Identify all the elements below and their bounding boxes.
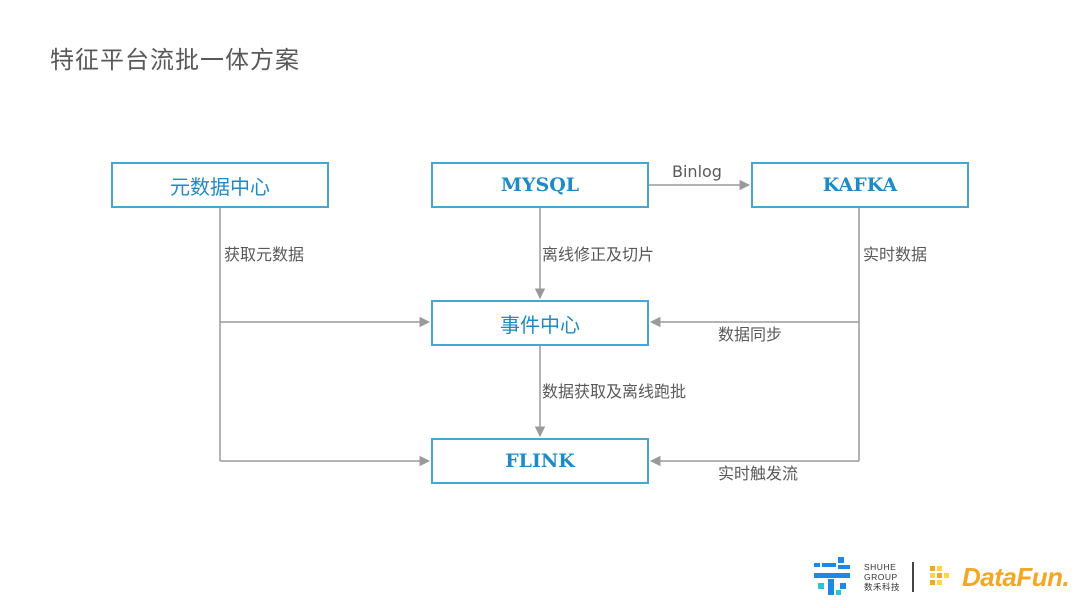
datafun-dots-icon xyxy=(930,566,949,585)
shuhe-logo-icon xyxy=(814,557,850,595)
event-center-label: 事件中心 xyxy=(500,312,580,337)
data-fetch-batch-label: 数据获取及离线跑批 xyxy=(542,382,687,401)
logo-separator xyxy=(912,562,914,592)
mysql-label: MYSQL xyxy=(500,174,580,196)
flink-label: FLINK xyxy=(505,450,575,472)
get-metadata-label: 获取元数据 xyxy=(224,245,305,264)
mysql-node: MYSQL xyxy=(431,162,649,208)
kafka-label: KAFKA xyxy=(822,174,898,196)
binlog-label: Binlog xyxy=(672,162,722,181)
page-title: 特征平台流批一体方案 xyxy=(50,46,300,74)
kafka-node: KAFKA xyxy=(751,162,969,208)
flink-node: FLINK xyxy=(431,438,649,484)
data-sync-label: 数据同步 xyxy=(718,325,783,344)
datafun-wordmark: DataFun. xyxy=(962,562,1070,592)
metadata-center-label: 元数据中心 xyxy=(170,174,270,199)
offline-fix-label: 离线修正及切片 xyxy=(542,245,655,264)
metadata-center-node: 元数据中心 xyxy=(111,162,329,208)
realtime-data-label: 实时数据 xyxy=(863,245,928,264)
footer-logos: SHUHE GROUP 数禾科技 DataFun. xyxy=(812,554,1070,600)
realtime-trigger-label: 实时触发流 xyxy=(718,464,799,483)
shuhe-wordmark: SHUHE GROUP 数禾科技 xyxy=(864,562,901,592)
event-center-node: 事件中心 xyxy=(431,300,649,346)
